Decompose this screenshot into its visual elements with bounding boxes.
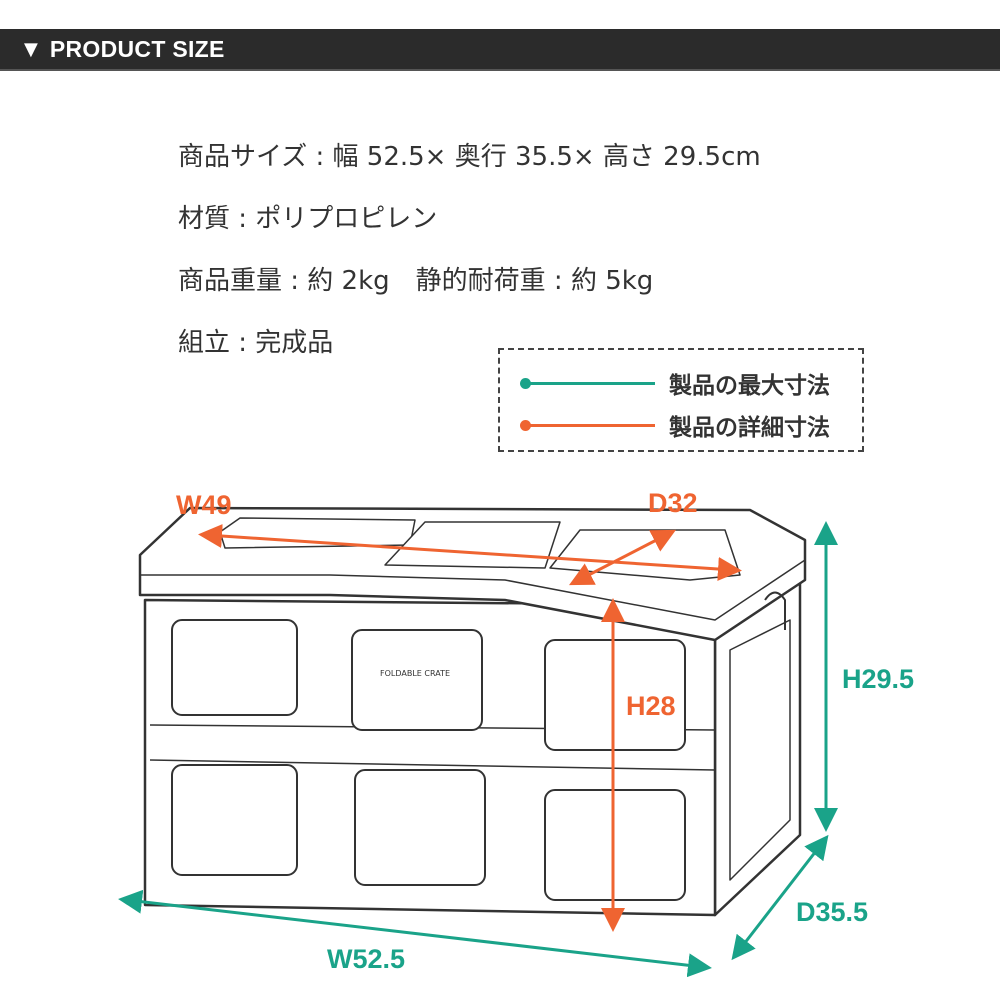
max-height-label: H29.5 [842, 664, 915, 694]
detail-height-label: H28 [626, 691, 676, 722]
detail-width-label: W49 [176, 490, 232, 520]
spec-weight: 商品重量 : 約 2kg 静的耐荷重 : 約 5kg [178, 266, 654, 296]
green-dot-icon [520, 377, 531, 389]
legend: 製品の最大寸法 製品の詳細寸法 [498, 348, 864, 452]
orange-line [529, 423, 655, 427]
max-width-arrow [118, 889, 712, 978]
max-depth-arrow [731, 834, 829, 961]
spec-size: 商品サイズ : 幅 52.5× 奥行 35.5× 高さ 29.5cm [178, 142, 761, 172]
legend-item-max: 製品の最大寸法 [520, 366, 830, 400]
legend-item-detail: 製品の詳細寸法 [520, 408, 830, 442]
max-width-label: W52.5 [327, 944, 406, 974]
green-line [529, 381, 655, 385]
max-depth-label: D35.5 [796, 897, 869, 927]
legend-detail-label: 製品の詳細寸法 [669, 415, 830, 441]
orange-dot-icon [520, 419, 531, 431]
spec-material: 材質 : ポリプロピレン [178, 204, 438, 234]
detail-depth-arrow [569, 529, 676, 586]
detail-depth-label: D32 [648, 488, 698, 518]
section-header: ▼ PRODUCT SIZE [0, 29, 1000, 71]
crate-label: FOLDABLE CRATE [380, 669, 450, 678]
section-title: PRODUCT SIZE [49, 35, 225, 62]
spec-assembly: 組立 : 完成品 [178, 328, 334, 358]
legend-max-label: 製品の最大寸法 [669, 373, 830, 399]
triangle-down-icon: ▼ [24, 38, 38, 60]
